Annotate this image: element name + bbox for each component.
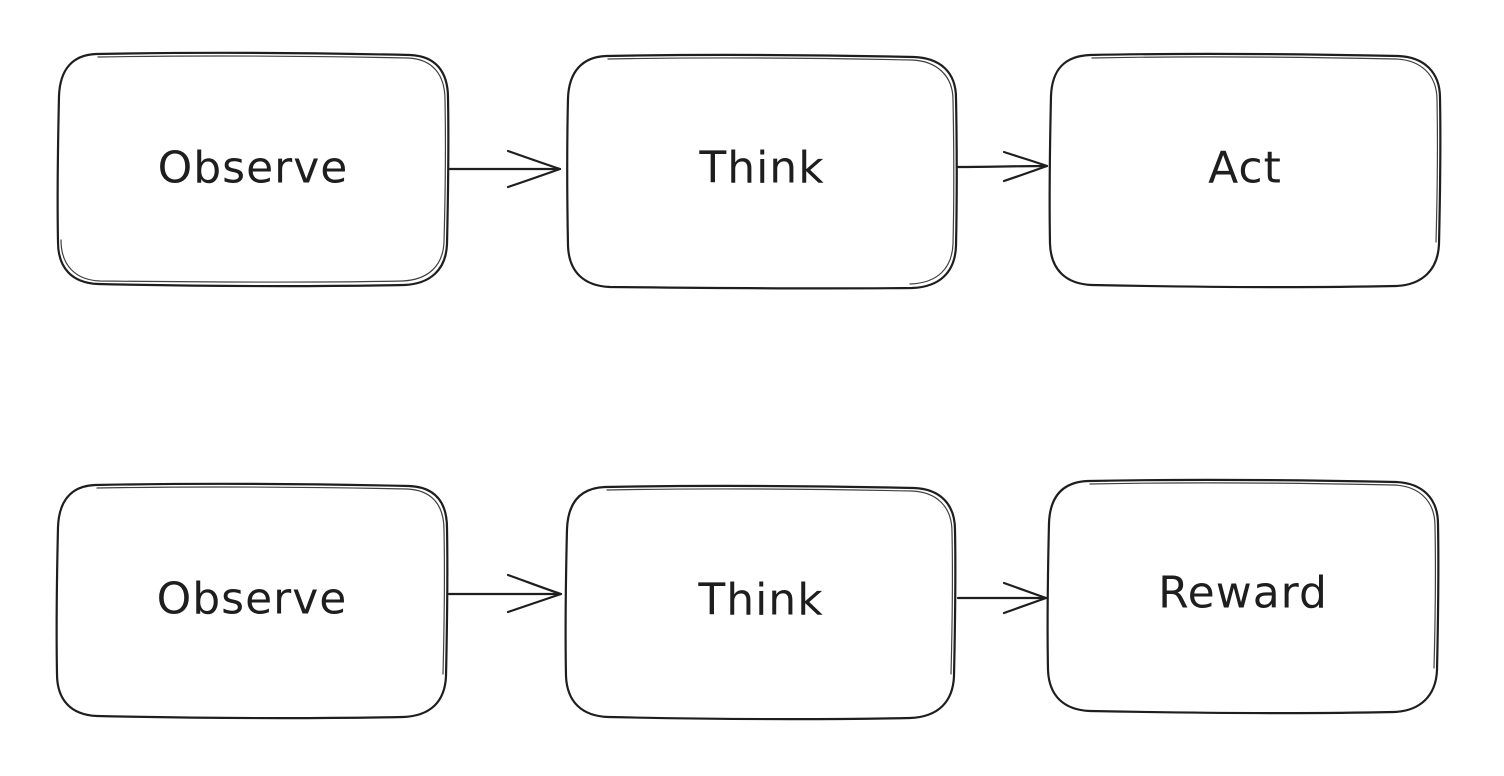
node-reward: Reward [1046, 478, 1440, 715]
node-label: Act [1208, 143, 1282, 194]
row-observe-think-reward: Observe Think Reward [55, 478, 1440, 721]
node-label: Think [697, 575, 823, 626]
arrow [447, 573, 563, 614]
node-think: Think [566, 53, 958, 290]
node-label: Think [698, 143, 824, 194]
arrow [956, 581, 1048, 615]
node-label: Observe [158, 143, 349, 194]
arrow [448, 149, 562, 189]
node-label: Observe [157, 574, 348, 625]
node-act: Act [1048, 52, 1442, 289]
node-think: Think [564, 484, 957, 721]
node-observe: Observe [55, 482, 449, 720]
node-observe: Observe [56, 51, 450, 288]
arrow [956, 150, 1049, 183]
node-label: Reward [1158, 568, 1328, 619]
row-observe-think-act: Observe Think Act [56, 51, 1442, 290]
